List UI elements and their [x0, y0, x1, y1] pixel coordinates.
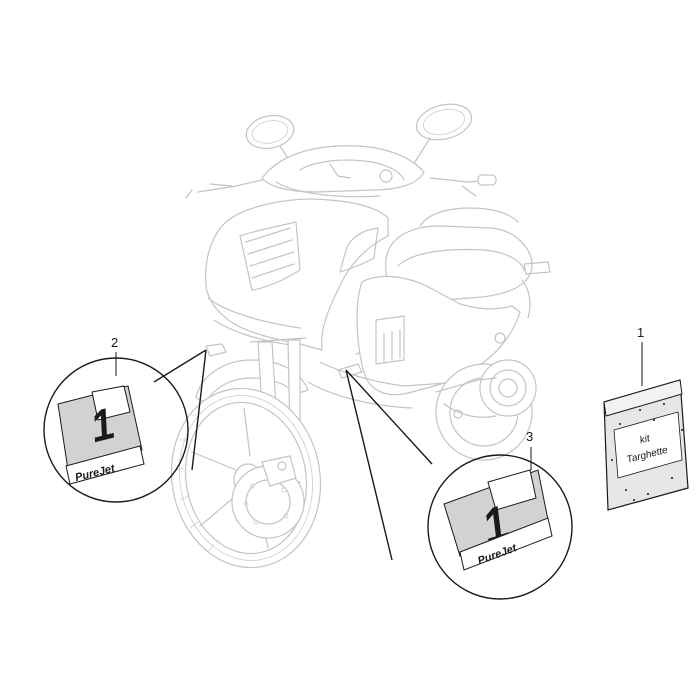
callout-circle-3 [427, 454, 573, 600]
kit-targhette-bag: kit Targhette [603, 379, 689, 511]
callout-number-1: 1 [637, 325, 644, 340]
handlebars [185, 174, 497, 199]
scooter-illustration [170, 103, 551, 569]
right-mirror [409, 103, 473, 171]
leader-line-2 [153, 349, 207, 471]
decal-brand-strip [459, 517, 553, 571]
callout-number-2: 2 [111, 335, 118, 350]
callout-3[interactable]: 3 1 PureJet [345, 369, 573, 600]
leader-line-3 [345, 369, 433, 561]
bag-seal [603, 379, 683, 417]
seat [385, 207, 533, 303]
bag-label-line1: kit [639, 433, 653, 446]
bag-label [613, 411, 683, 479]
front-fender [195, 359, 309, 403]
brake-disc [231, 455, 305, 539]
callout-number-3: 3 [526, 429, 533, 444]
rear-body [307, 261, 551, 409]
callout-1[interactable]: 1 kit Targhette [603, 325, 689, 511]
rear-wheel-engine [435, 332, 537, 461]
decal-logo-shape [487, 469, 537, 511]
decal-brand-strip [65, 445, 145, 485]
purejet-decal-right: 1 PureJet [443, 469, 553, 571]
decal-logo-shape [91, 385, 131, 421]
purejet-decal-left: 1 PureJet [57, 385, 145, 485]
callout-2[interactable]: 2 1 PureJet [43, 335, 207, 503]
handlebar-cowl [261, 145, 425, 198]
